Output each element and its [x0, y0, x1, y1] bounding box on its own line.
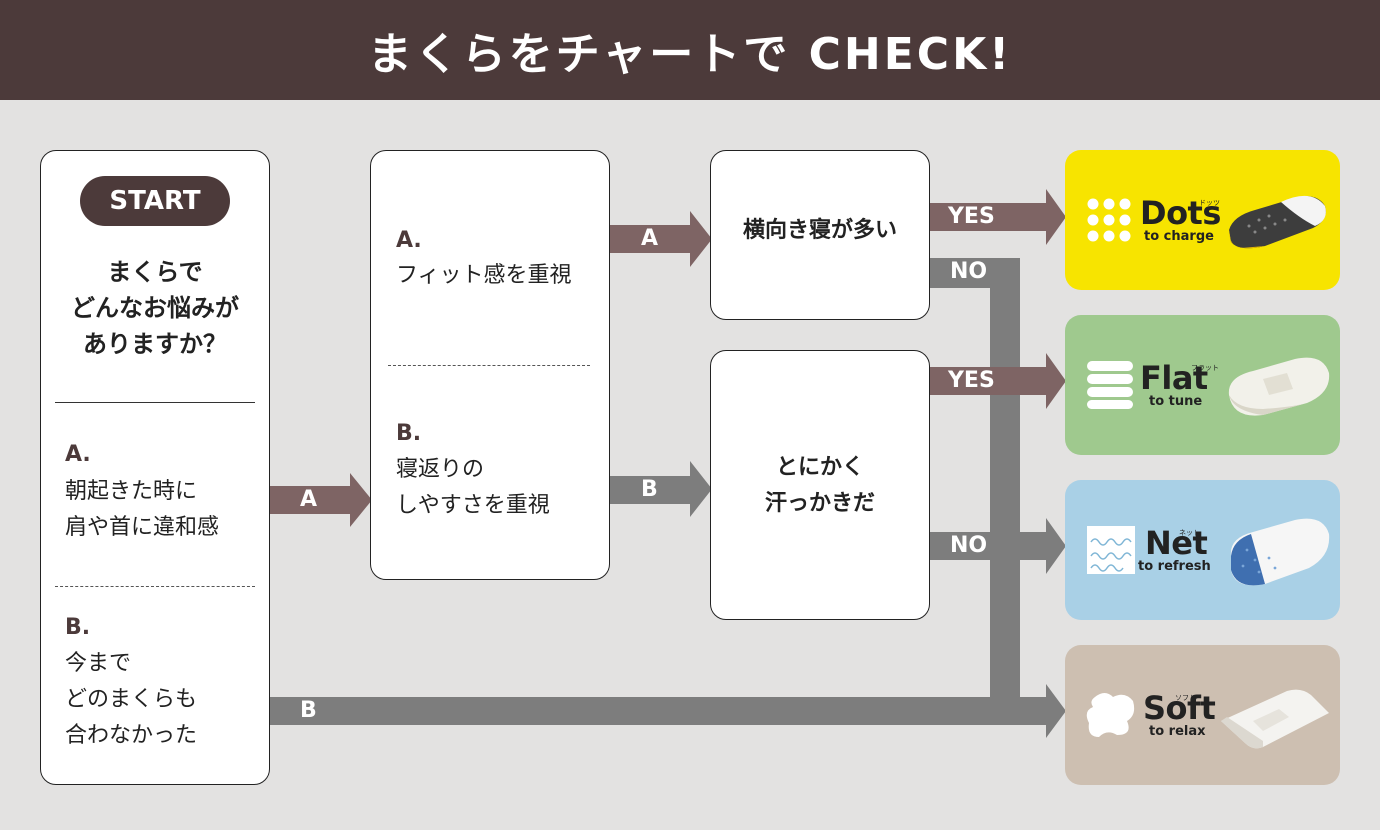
label-yes-flat: YES [948, 368, 995, 393]
result-net: ネット Net to refresh [1065, 480, 1340, 620]
no-trunk [930, 258, 1066, 725]
sweat-text: とにかく 汗っかきだ [764, 455, 875, 516]
step2-dashed-divider [388, 365, 590, 366]
label-start-b: B [300, 698, 317, 723]
result-dots-sub: to charge [1144, 229, 1214, 244]
step2-option-a-letter: A. [396, 228, 422, 253]
label-step2-a: A [641, 226, 659, 251]
result-net-sub: to refresh [1138, 559, 1211, 574]
result-flat: フラット Flat to tune [1065, 315, 1340, 455]
sweat-box [710, 350, 930, 620]
label-no-sweat: NO [950, 533, 988, 558]
start-option-a-letter: A. [65, 442, 91, 467]
label-no-side: NO [950, 259, 988, 284]
side-sleep-box [710, 150, 930, 320]
arrow-yes-flat [930, 353, 1066, 409]
result-dots-name: Dots [1140, 194, 1221, 232]
soft-pillow-image [1221, 689, 1329, 749]
flat-pillow-image [1228, 357, 1330, 416]
result-flat-sub: to tune [1149, 394, 1203, 409]
header-bar: まくらをチャートで CHECK! [0, 0, 1380, 100]
arrow-step2-a [610, 211, 712, 267]
start-dashed-divider [55, 586, 255, 587]
start-option-b-text: 今まで どのまくらも 合わなかった [65, 651, 198, 748]
result-soft: ソフト Soft to relax [1065, 645, 1340, 785]
dots-icon [1087, 198, 1131, 242]
result-flat-name: Flat [1140, 359, 1208, 397]
result-soft-name: Soft [1143, 689, 1216, 727]
start-box [40, 150, 270, 785]
label-start-a: A [300, 487, 318, 512]
label-yes-dots: YES [948, 204, 995, 229]
start-divider [55, 402, 255, 403]
step2-option-a-text: フィット感を重視 [396, 263, 572, 288]
page-title: まくらをチャートで CHECK! [367, 29, 1013, 80]
arrow-yes-dots [930, 189, 1066, 245]
flat-layers-icon [1087, 361, 1133, 409]
step2-option-b-letter: B. [396, 421, 422, 446]
start-option-a-text: 朝起きた時に 肩や首に違和感 [65, 479, 220, 540]
result-soft-sub: to relax [1149, 724, 1206, 739]
start-badge: START [80, 176, 230, 226]
dots-pillow-image [1229, 195, 1326, 249]
label-step2-b: B [641, 477, 658, 502]
result-dots: ドッツ Dots to charge [1065, 150, 1340, 290]
soft-blob-icon [1086, 693, 1135, 737]
side-sleep-text: 横向き寝が多い [742, 218, 897, 243]
net-pillow-image [1230, 518, 1330, 586]
net-spring-icon [1087, 526, 1135, 574]
result-net-name: Net [1145, 524, 1208, 562]
start-option-b-letter: B. [65, 615, 91, 640]
arrow-start-a [270, 473, 372, 527]
arrow-start-b [270, 684, 1066, 738]
start-question: まくらで どんなお悩みが ありますか？ [71, 258, 239, 358]
step2-option-b-text: 寝返りの しやすさを重視 [396, 457, 550, 518]
arrow-step2-b [610, 461, 712, 517]
